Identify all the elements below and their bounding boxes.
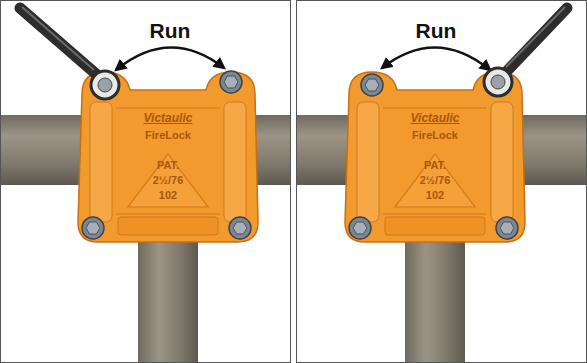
part-number: 102 — [426, 190, 444, 201]
patent-mark: PAT. — [157, 160, 179, 171]
product-name: FireLock — [412, 130, 458, 141]
motion-label: Run — [150, 20, 191, 41]
right-panel — [297, 1, 587, 363]
motion-label: Run — [416, 20, 457, 41]
left-panel — [1, 1, 291, 363]
brand-mark: Victaulic — [411, 112, 460, 124]
patent-mark: PAT. — [424, 160, 446, 171]
size-mark: 2½/76 — [153, 175, 184, 186]
size-mark: 2½/76 — [420, 175, 451, 186]
product-name: FireLock — [145, 130, 191, 141]
brand-mark: Victaulic — [144, 112, 193, 124]
part-number: 102 — [159, 190, 177, 201]
